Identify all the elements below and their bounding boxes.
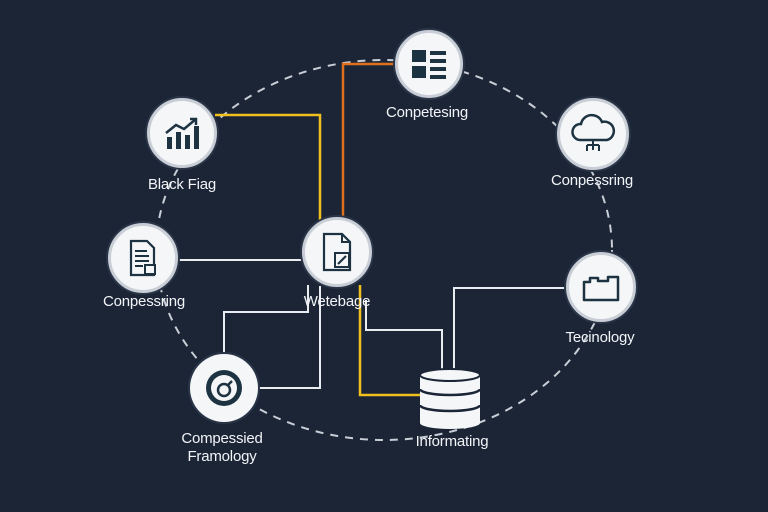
cloud-icon (571, 113, 616, 151)
gear-icon (206, 370, 242, 406)
node-left-mid[interactable] (108, 223, 178, 293)
bar-chart-icon (165, 117, 199, 149)
node-center-label: Wetebage (303, 293, 371, 310)
node-right-label: Tecinology (565, 329, 635, 346)
link-center-to-database-top (365, 300, 443, 372)
node-top[interactable] (395, 30, 463, 98)
link-center-to-database (358, 285, 420, 397)
link-chart-to-center (215, 113, 322, 222)
link-gear-to-center (223, 285, 309, 356)
link-center-to-top (341, 62, 396, 222)
node-bottom-left-label: Compessied Framology (181, 430, 263, 466)
orbit-ring (155, 59, 613, 441)
database-icon (418, 368, 482, 429)
node-bottom[interactable] (418, 367, 482, 429)
link-folder-to-database (453, 287, 567, 372)
node-top-right[interactable] (557, 98, 629, 170)
node-center[interactable] (302, 217, 372, 287)
document-icon (129, 239, 156, 277)
webpage-icon (322, 232, 352, 272)
node-right[interactable] (566, 252, 636, 322)
node-bottom-left-label-line1: Compessied (181, 430, 263, 447)
node-left-top[interactable] (147, 98, 217, 168)
node-top-label: Conpetesing (385, 104, 469, 121)
node-left-mid-label: Conpessring (102, 293, 186, 310)
node-bottom-left-label-line2: Framology (187, 448, 257, 465)
folder-icon (582, 275, 620, 302)
node-bottom-label: Informating (415, 433, 489, 450)
list-icon (412, 50, 446, 79)
node-top-right-label: Conpessring (550, 172, 634, 189)
node-left-top-label: Black Fiag (147, 176, 217, 193)
link-gear-right-to-center (256, 286, 321, 389)
node-bottom-left[interactable] (190, 354, 258, 422)
